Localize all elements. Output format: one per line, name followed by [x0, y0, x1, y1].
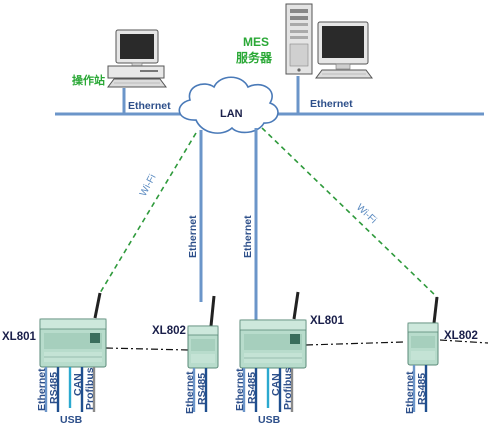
- device-label-xl801-right: XL801: [310, 315, 344, 327]
- xl801-right-port-profibus: Profibus: [282, 367, 294, 410]
- xl801-right-port-cables: [242, 368, 294, 412]
- fieldbus-line-2: [305, 341, 405, 346]
- xl801-left-device: [39, 292, 107, 368]
- xl801-right-port-rs485: RS485: [246, 372, 258, 404]
- xl801-left-port-profibus: Profibus: [84, 367, 96, 410]
- ethernet-left-label: Ethernet: [128, 100, 171, 112]
- ethernet-vertical-label-2: Ethernet: [242, 215, 254, 258]
- device-label-xl802-right: XL802: [444, 330, 478, 342]
- wifi-link-right: [261, 127, 438, 298]
- wifi-right-label: Wi-Fi: [354, 202, 379, 226]
- xl801-left-usb-label: USB: [60, 414, 83, 426]
- xl801-left-port-rs485: RS485: [48, 372, 60, 404]
- ethernet-vertical-label-1: Ethernet: [187, 215, 199, 258]
- xl802-right-port-cables: [412, 365, 428, 412]
- xl802-left-port-cables: [192, 368, 208, 412]
- xl802-left-port-rs485: RS485: [196, 373, 208, 405]
- xl801-right-port-can: CAN: [270, 373, 282, 396]
- device-label-xl802-left: XL802: [152, 325, 186, 337]
- mes-server-computer: [285, 3, 373, 79]
- xl802-right-port-rs485: RS485: [416, 373, 428, 405]
- xl802-left-device: [187, 295, 219, 369]
- wifi-left-label: Wi-Fi: [138, 173, 159, 199]
- lan-cloud: [178, 76, 279, 134]
- xl801-right-usb-label: USB: [258, 414, 281, 426]
- ethernet-right-label: Ethernet: [310, 98, 353, 110]
- xl802-right-device: [407, 296, 439, 366]
- xl801-left-port-can: CAN: [72, 373, 84, 396]
- wifi-link-left: [99, 132, 197, 294]
- fieldbus-line-1: [105, 347, 189, 351]
- mes-label-line2: 服务器: [236, 50, 273, 65]
- operator-station-pc: [107, 29, 167, 88]
- xl801-left-port-ethernet: Ethernet: [36, 368, 48, 411]
- xl801-left-port-cables: [44, 367, 96, 412]
- operator-station-label: 操作站: [72, 73, 105, 87]
- fieldbus-line-3: [439, 339, 489, 344]
- mes-label-line1: MES: [243, 35, 269, 49]
- device-label-xl801-left: XL801: [2, 331, 36, 343]
- xl801-right-port-ethernet: Ethernet: [234, 368, 246, 411]
- lan-label: LAN: [220, 108, 243, 120]
- xl802-right-port-ethernet: Ethernet: [404, 371, 416, 414]
- xl802-left-port-ethernet: Ethernet: [184, 371, 196, 414]
- xl801-right-device: [239, 291, 307, 369]
